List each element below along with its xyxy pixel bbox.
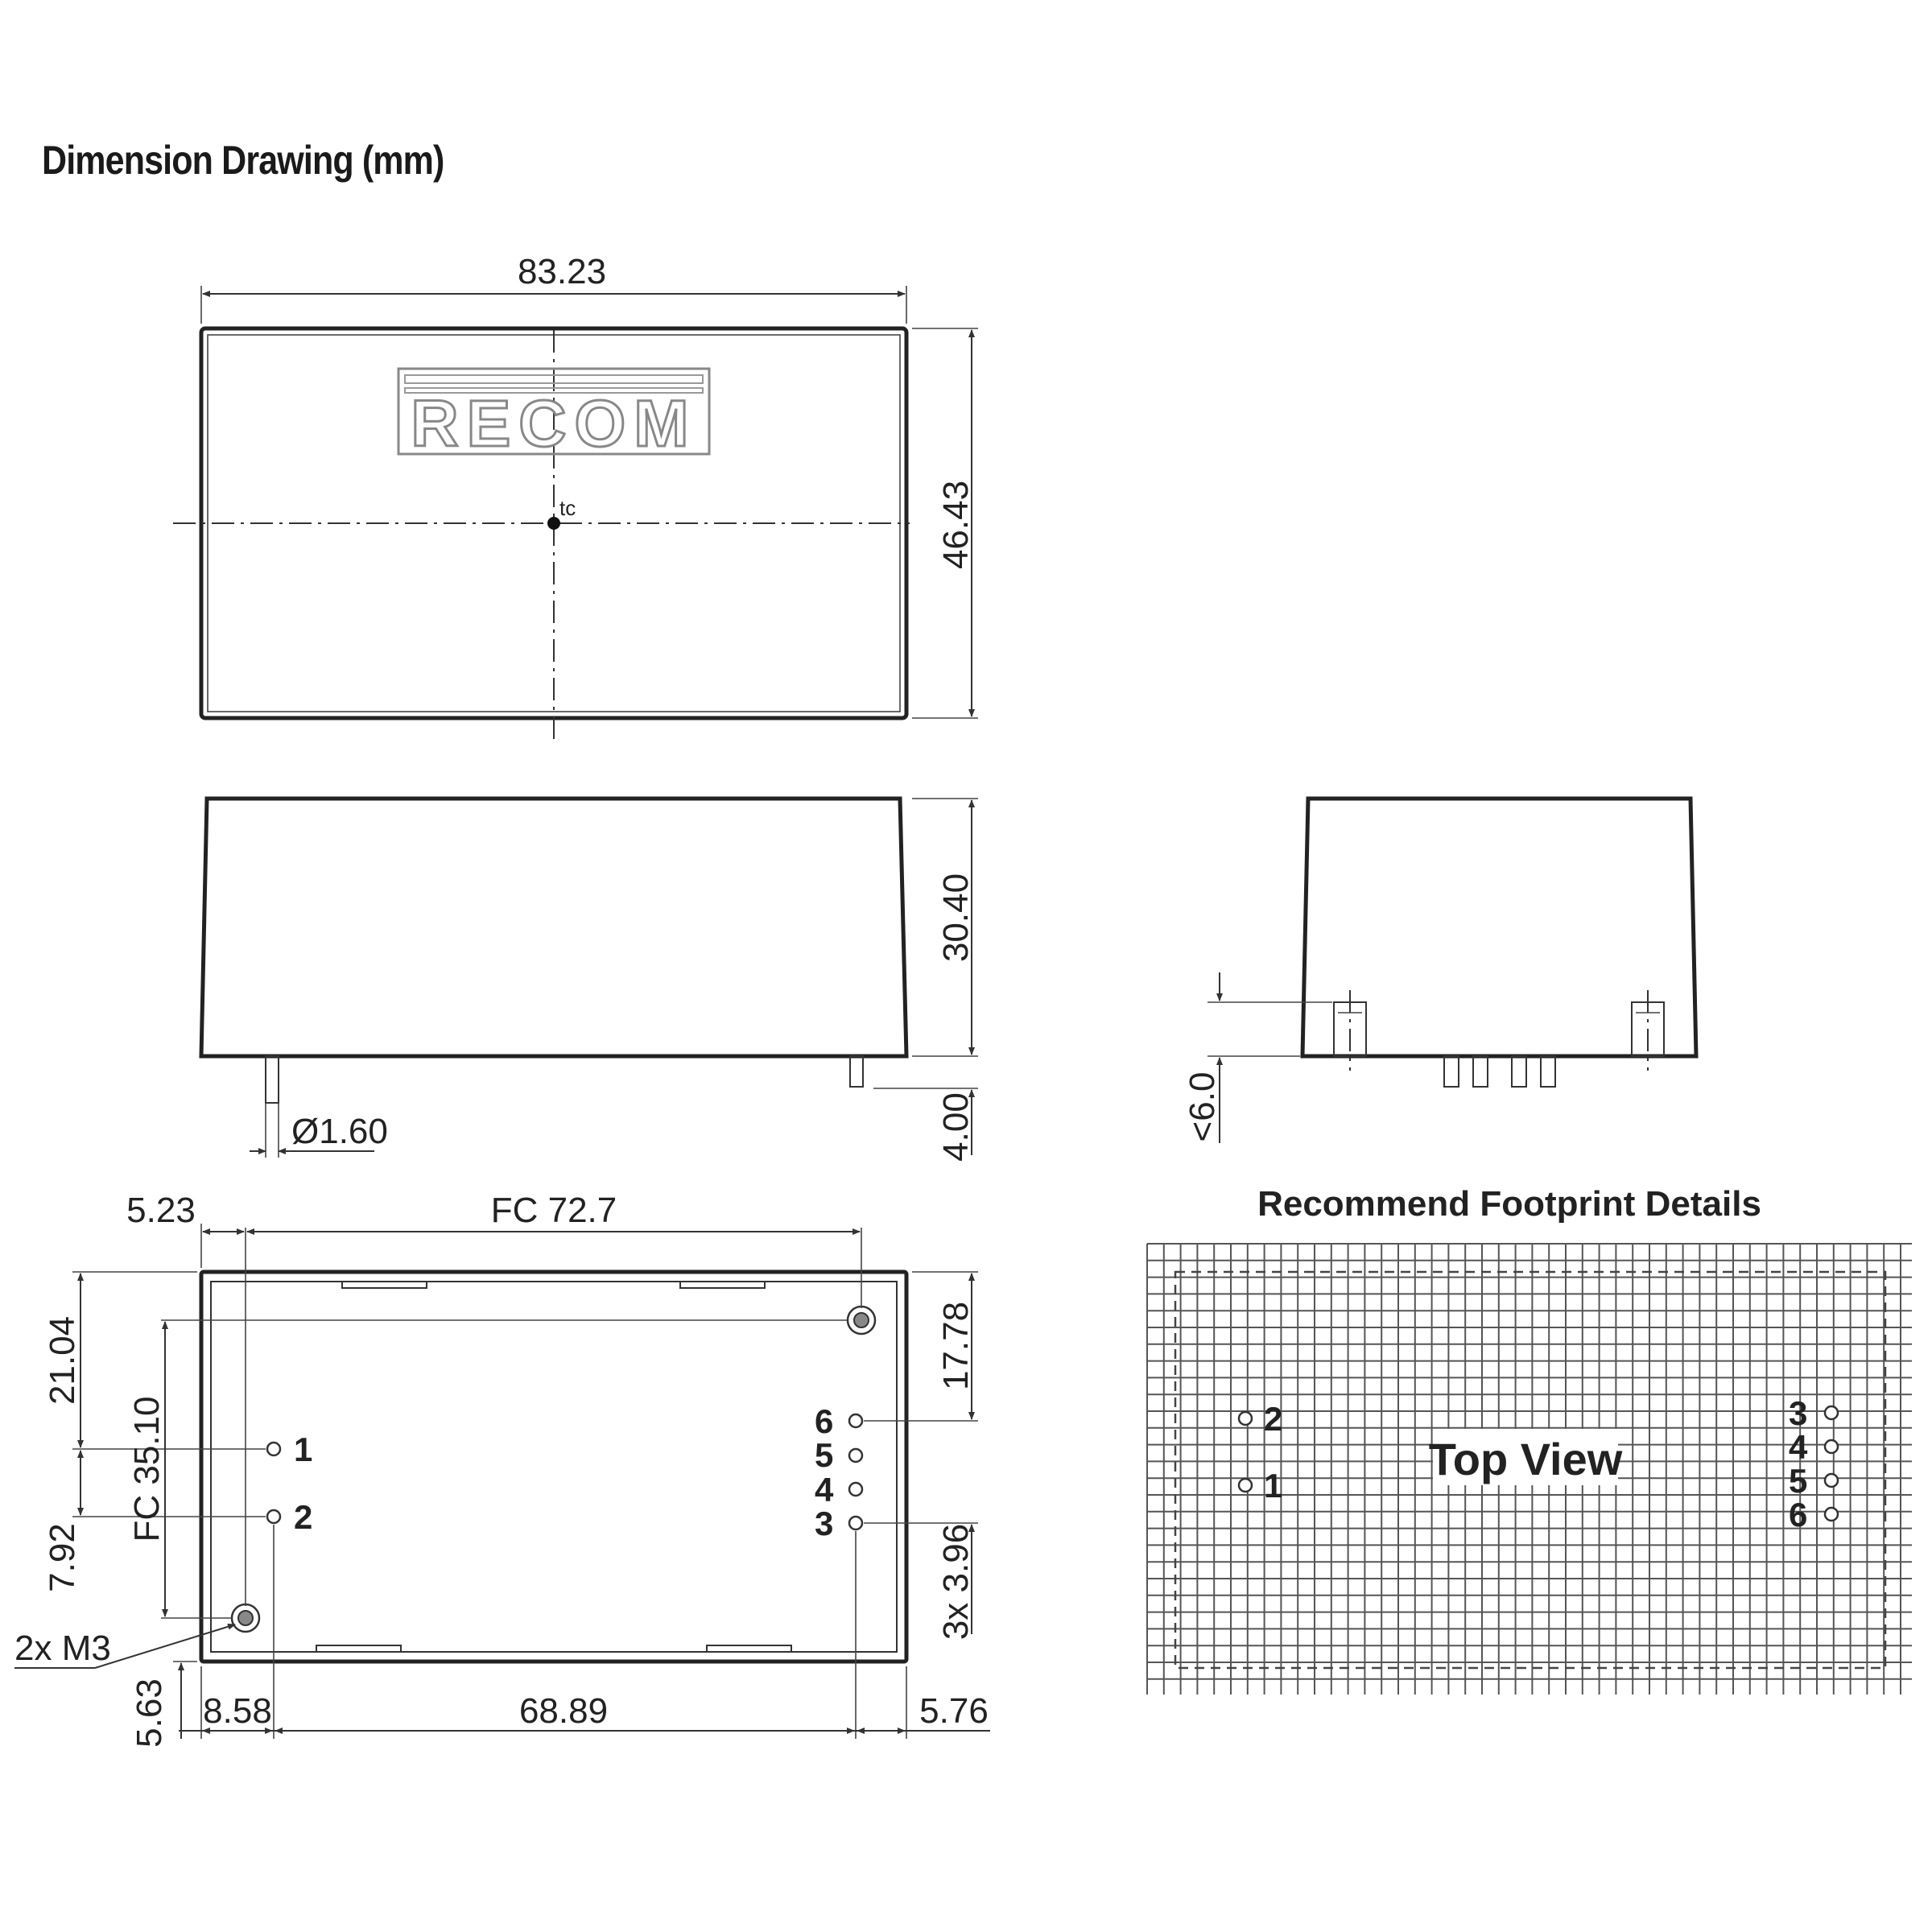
pin-hole-6: [848, 1413, 864, 1429]
dim-pin-diameter: Ø1.60: [291, 1112, 388, 1151]
fp-pad-1: [1237, 1477, 1253, 1493]
dim-8-58: 8.58: [203, 1691, 272, 1731]
fp-pad-6: [1823, 1506, 1839, 1522]
pin-hole-2: [266, 1509, 282, 1525]
pin-label-4: 4: [815, 1471, 834, 1509]
footprint-title: Recommend Footprint Details: [1257, 1184, 1761, 1224]
footprint-details: Recommend Footprint Details 2 1 3 4 5 6 …: [1146, 1184, 1912, 1695]
end-pin-4: [1540, 1055, 1556, 1088]
fp-label-3: 3: [1789, 1394, 1807, 1432]
fp-label-1: 1: [1264, 1467, 1282, 1505]
end-pin-3: [1511, 1055, 1527, 1088]
fp-pad-4: [1823, 1439, 1839, 1455]
pin-label-2: 2: [294, 1498, 312, 1536]
fp-pad-2: [1237, 1410, 1253, 1426]
recom-logo: RECOM: [397, 367, 711, 462]
svg-text:RECOM: RECOM: [411, 387, 696, 460]
case-outline-end: [1300, 796, 1699, 1059]
dim-side-height: 30.40: [936, 873, 976, 962]
pin-hole-3: [848, 1515, 864, 1531]
end-pin-1: [1443, 1055, 1459, 1088]
dim-68-89: 68.89: [519, 1691, 608, 1731]
pin-label-5: 5: [815, 1436, 833, 1474]
tc-point: [547, 517, 560, 530]
standoff-right: [1631, 990, 1665, 1071]
footprint-top-view-label: Top View: [1429, 1434, 1623, 1484]
pin-label-3: 3: [815, 1505, 833, 1542]
dim-21-04: 21.04: [43, 1316, 82, 1405]
mount-hole-top-right: [846, 1305, 877, 1335]
bottom-view: 1 2 6 5 4 3 5.23 FC 72.7 21.04: [14, 1191, 990, 1748]
tc-label: tc: [559, 496, 576, 520]
dim-5-23: 5.23: [126, 1191, 196, 1230]
pin-hole-5: [848, 1447, 864, 1463]
fp-label-2: 2: [1264, 1400, 1282, 1438]
case-outline-side: [199, 796, 909, 1059]
mount-hole-bottom-left: [230, 1603, 261, 1633]
pin-left: [265, 1055, 279, 1104]
fp-label-4: 4: [1789, 1428, 1808, 1466]
footprint-grid: [1146, 1243, 1912, 1695]
pin-hole-1: [266, 1441, 282, 1457]
page-title: Dimension Drawing (mm): [42, 138, 444, 183]
fp-label-6: 6: [1789, 1496, 1807, 1534]
mount-label: 2x M3: [14, 1629, 111, 1668]
dim-width: 83.23: [518, 252, 606, 291]
footprint-outline: [1174, 1270, 1887, 1670]
dim-fc-72-7: FC 72.7: [491, 1191, 617, 1230]
pin-label-1: 1: [294, 1430, 312, 1468]
case-outline-bottom: [199, 1269, 909, 1664]
dim-17-78: 17.78: [936, 1302, 976, 1390]
side-view: 30.40 4.00 Ø1.60: [199, 796, 978, 1162]
dim-standoff: <6.0: [1183, 1072, 1222, 1142]
fp-pad-3: [1823, 1405, 1839, 1421]
dim-5-76: 5.76: [919, 1691, 989, 1731]
pin-right: [849, 1055, 864, 1088]
dim-7-92: 7.92: [43, 1523, 82, 1592]
end-pin-2: [1472, 1055, 1488, 1088]
dim-fc-35-10: FC 35.10: [127, 1397, 167, 1542]
dim-5-63: 5.63: [130, 1678, 169, 1748]
fp-pad-5: [1823, 1472, 1839, 1488]
pin-label-6: 6: [815, 1402, 833, 1440]
end-view: <6.0: [1183, 796, 1699, 1143]
dim-pin-length: 4.00: [936, 1092, 976, 1162]
dim-3x-3-96: 3x 3.96: [936, 1524, 976, 1640]
dim-height: 46.43: [936, 481, 976, 569]
pin-hole-4: [848, 1481, 864, 1497]
standoff-left: [1333, 990, 1367, 1071]
top-view: 83.23 46.43 tc RECOM: [173, 252, 978, 745]
fp-label-5: 5: [1789, 1462, 1807, 1500]
